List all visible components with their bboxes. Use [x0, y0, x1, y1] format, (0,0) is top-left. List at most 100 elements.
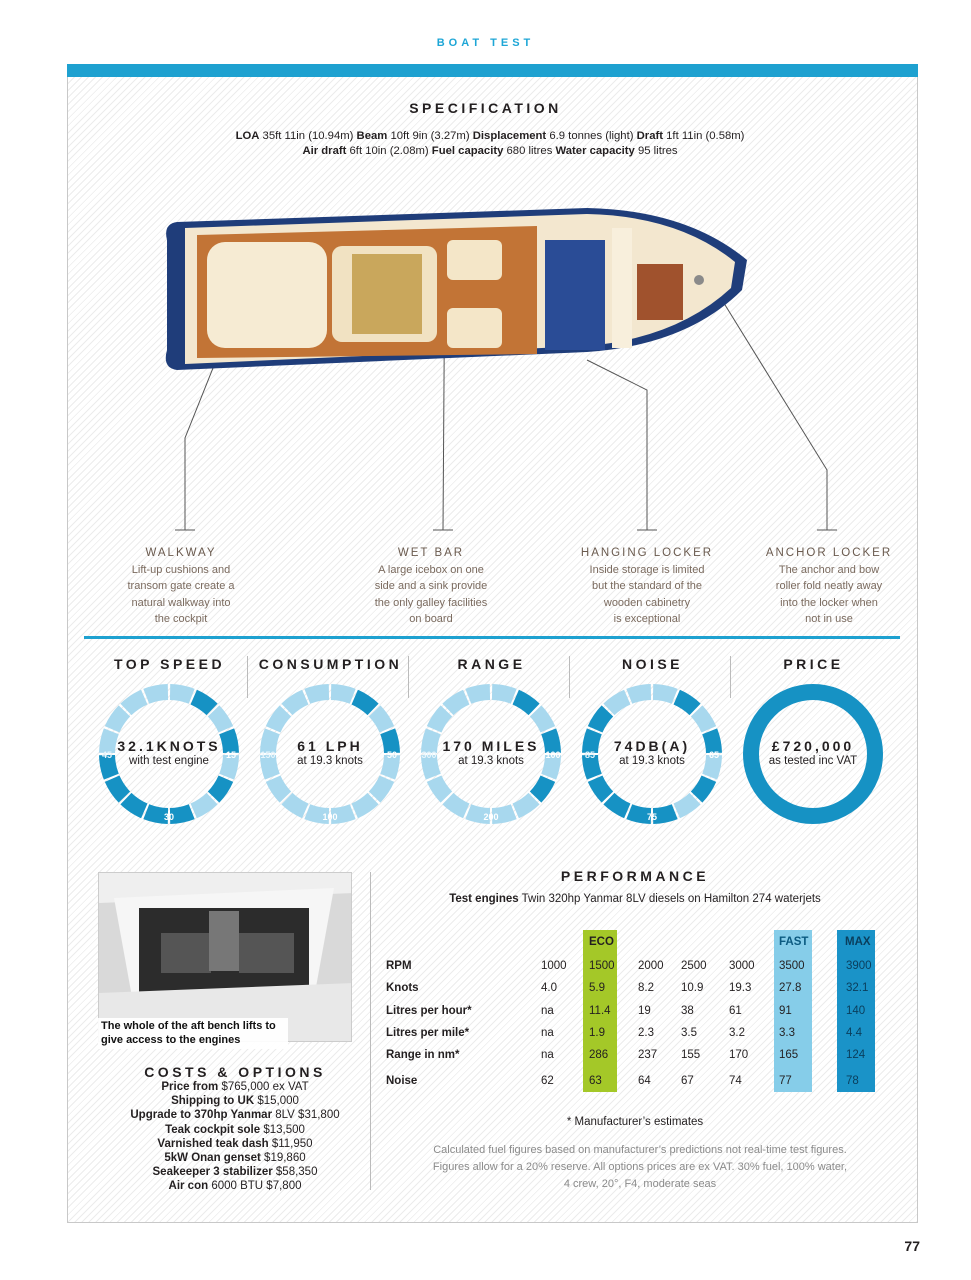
boat-deck-plan-illustration — [165, 208, 837, 531]
table-cell: 286 — [589, 1049, 609, 1062]
cost-item: Teak cockpit sole $13,500 — [100, 1123, 370, 1137]
gauge-segment — [465, 804, 491, 824]
gauge-segment — [380, 728, 400, 754]
cost-item: Upgrade to 370hp Yanmar 8LV $31,800 — [100, 1108, 370, 1122]
cost-value: $765,000 ex VAT — [218, 1081, 309, 1093]
table-cell: 3500 — [779, 960, 805, 972]
gauge-segment — [330, 684, 356, 704]
gauge-segment — [265, 705, 292, 733]
spec-value: 6ft 10in (2.08m) — [346, 145, 432, 157]
stat-value: 61 LPH — [297, 738, 363, 754]
performance-footnote: Calculated fuel figures based on manufac… — [410, 1142, 870, 1193]
gauge-segment — [190, 689, 218, 716]
cost-value: $11,950 — [268, 1137, 313, 1150]
table-cell: 32.1 — [846, 982, 869, 995]
stat-value-block: 74DB(A)at 19.3 knots — [572, 738, 732, 768]
gauge-segment — [582, 728, 602, 754]
table-cell: 5.9 — [589, 982, 605, 995]
gauge-segment — [426, 705, 453, 733]
gauge-segment — [421, 754, 441, 780]
specification-line-1: LOA 35ft 11in (10.94m) Beam 10ft 9in (3.… — [150, 129, 830, 144]
table-cell: 165 — [779, 1049, 799, 1062]
table-cell: na — [541, 1049, 554, 1062]
stat-subtext: with test engine — [129, 755, 209, 767]
gauge-segment — [582, 754, 602, 780]
table-cell: 67 — [681, 1074, 694, 1087]
spec-value: 6.9 tonnes (light) — [546, 130, 637, 142]
gauge-segment — [265, 775, 292, 803]
cost-value: 6000 BTU $7,800 — [208, 1180, 302, 1193]
stat-title: NOISE — [621, 656, 684, 672]
callout-text-line: natural walkway into — [131, 596, 231, 609]
eco-column-highlight — [583, 930, 617, 1092]
spec-key: Water capacity — [555, 145, 635, 157]
gauge-segment — [260, 754, 280, 780]
gauge-segment — [207, 705, 234, 733]
table-cell: 19 — [638, 1004, 651, 1017]
manufacturer-note: * Manufacturer’s estimates — [566, 1116, 704, 1128]
spec-value: 35ft 11in (10.94m) — [259, 130, 357, 142]
cost-item: Seakeeper 3 stabilizer $58,350 — [100, 1165, 370, 1179]
footnote-line: 4 crew, 20°, F4, moderate seas — [563, 1178, 717, 1190]
cost-value: 8LV $31,800 — [272, 1109, 340, 1122]
fast-label: FAST — [779, 936, 809, 948]
table-cell: 74 — [729, 1074, 742, 1087]
gauge-segment — [99, 728, 119, 754]
gauge-segment — [626, 804, 652, 824]
gauge-segment — [219, 728, 239, 754]
cost-name: Price from — [161, 1081, 219, 1093]
gauge-segment — [104, 705, 131, 733]
gauge-segment — [465, 684, 491, 704]
max-column-highlight — [837, 930, 875, 1092]
table-cell: 62 — [541, 1074, 554, 1087]
cost-name: Shipping to UK — [171, 1095, 255, 1108]
cost-value: $19,860 — [260, 1152, 306, 1165]
table-cell: 2500 — [681, 960, 707, 972]
gauge-segment — [673, 689, 701, 716]
table-cell: 155 — [681, 1049, 701, 1062]
stat-value: £720,000 — [771, 738, 855, 754]
callout-text-line: side and a sink provide — [374, 580, 488, 592]
gauge-segment — [603, 792, 631, 819]
gauge-segment — [491, 804, 517, 824]
stat-subtext: at 19.3 knots — [619, 755, 685, 767]
spec-value: 680 litres — [503, 145, 556, 157]
table-cell: 1.9 — [589, 1026, 605, 1039]
gauge-tick-label-bottom: 75 — [647, 812, 657, 822]
stat-separator — [408, 656, 409, 698]
gauge-segment — [426, 775, 453, 803]
cost-value: $13,500 — [260, 1123, 305, 1136]
gauge-segment — [652, 684, 678, 704]
table-cell: 91 — [779, 1004, 792, 1017]
table-cell: 124 — [846, 1049, 866, 1062]
callout-text-line: wooden cabinetry — [603, 596, 691, 609]
stats-divider — [84, 636, 900, 639]
stat-subtext: at 19.3 knots — [458, 755, 524, 767]
gauge-segment — [351, 792, 379, 819]
spec-value: 1ft 11in (0.58m) — [663, 130, 745, 142]
table-cell: 3900 — [846, 960, 872, 972]
callout-text-line: A large icebox on one — [378, 563, 484, 576]
gauge-segment — [330, 804, 356, 824]
gauge-tick-label-right: 65 — [709, 750, 719, 760]
cost-item: Shipping to UK $15,000 — [100, 1094, 370, 1108]
table-cell: na — [541, 1026, 554, 1039]
gauge-segment — [368, 705, 395, 733]
performance-title: PERFORMANCE — [560, 868, 710, 884]
callout-text-line: on board — [409, 613, 453, 625]
gauge-segment — [442, 689, 470, 716]
table-cell: 140 — [846, 1004, 866, 1017]
spec-key: Air draft — [302, 145, 347, 157]
gauge-tick-label-bottom: 100 — [322, 812, 337, 822]
table-row-label: Range in nm* — [386, 1049, 460, 1062]
gauge-tick-label-bottom: 30 — [164, 812, 174, 822]
table-cell: 4.4 — [846, 1026, 862, 1039]
